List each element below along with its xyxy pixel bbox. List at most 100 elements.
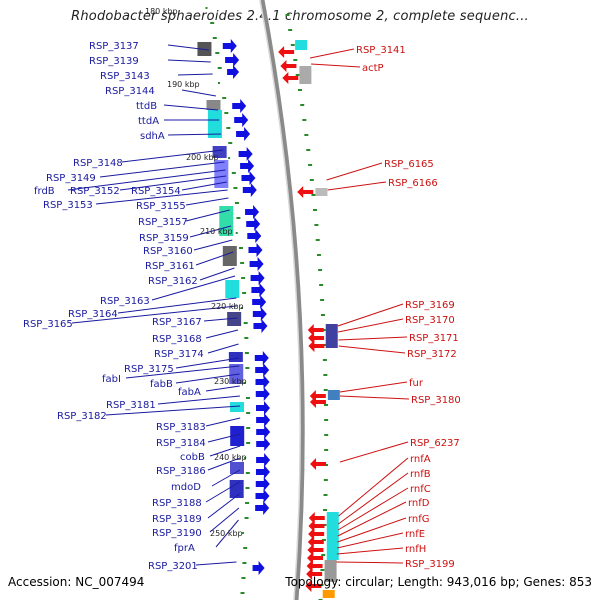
right-connector-line [336,547,404,555]
gene-label-rsp-3189[interactable]: RSP_3189 [152,514,202,525]
gene-label-rsp-3137[interactable]: RSP_3137 [89,41,139,52]
gene-label-rnfb[interactable]: rnfB [410,469,431,480]
left-connector-line [167,44,209,51]
forward-gene-arrow [255,387,270,401]
gene-label-rsp-3188[interactable]: RSP_3188 [152,498,202,509]
gene-label-faba[interactable]: fabA [178,387,201,398]
gene-label-mdod[interactable]: mdoD [171,482,201,493]
gene-label-rsp-3165[interactable]: RSP_3165 [23,319,73,330]
gene-label-rsp-3153[interactable]: RSP_3153 [43,200,93,211]
reverse-gene-arrow [308,520,325,532]
gene-label-rsp-3159[interactable]: RSP_3159 [139,233,189,244]
forward-gene-block [228,352,243,362]
gene-label-rnfh[interactable]: rnfH [405,544,426,555]
gene-label-rsp-3163[interactable]: RSP_3163 [100,296,150,307]
reverse-gene-arrow [306,560,323,572]
gene-label-rsp-3181[interactable]: RSP_3181 [106,400,156,411]
left-connector-line [167,59,211,63]
gene-label-rnfe[interactable]: rnfE [405,529,425,540]
gene-label-rsp-3164[interactable]: RSP_3164 [68,309,118,320]
gene-label-rsp-3170[interactable]: RSP_3170 [405,315,455,326]
reverse-gene-block [324,560,337,582]
gene-label-rsp-3162[interactable]: RSP_3162 [148,276,198,287]
gene-label-rnfc[interactable]: rnfC [410,484,431,495]
gene-label-fabi[interactable]: fabI [102,374,121,385]
gene-label-rsp-6166[interactable]: RSP_6166 [388,178,438,189]
gene-label-actp[interactable]: actP [362,63,384,74]
gene-label-cobb[interactable]: cobB [180,452,205,463]
gene-label-rsp-6237[interactable]: RSP_6237 [410,438,460,449]
gene-label-rsp-3152[interactable]: RSP_3152 [70,186,120,197]
forward-gene-arrow [227,65,240,79]
chromosome-backbone [259,0,305,600]
gene-label-fabb[interactable]: fabB [150,379,173,390]
gene-label-rnfa[interactable]: rnfA [410,454,431,465]
gene-label-rsp-3174[interactable]: RSP_3174 [154,349,204,360]
right-label-connectors [309,48,410,564]
gene-label-rsp-3154[interactable]: RSP_3154 [131,186,181,197]
gene-label-rsp-3143[interactable]: RSP_3143 [100,71,150,82]
left-connector-line [105,405,241,416]
gene-label-rsp-3160[interactable]: RSP_3160 [143,246,193,257]
gene-label-rnfd[interactable]: rnfD [408,498,430,509]
left-connector-line [205,329,239,339]
forward-gene-arrow [241,171,256,185]
left-connector-line [71,305,237,324]
kbp-label-240: 240 kbp [214,453,247,462]
gene-label-rsp-3169[interactable]: RSP_3169 [405,300,455,311]
gene-label-rsp-3183[interactable]: RSP_3183 [156,422,206,433]
gene-label-rsp-3161[interactable]: RSP_3161 [145,261,195,272]
gene-label-fpra[interactable]: fprA [174,543,195,554]
gene-label-rsp-3201[interactable]: RSP_3201 [148,561,198,572]
gene-label-ttdb[interactable]: ttdB [136,101,157,112]
forward-gene-arrow [255,477,270,491]
gene-label-rsp-3175[interactable]: RSP_3175 [124,364,174,375]
forward-gene-block [227,312,242,326]
right-connector-line [338,472,409,525]
forward-gene-block [230,402,245,412]
forward-gene-block [207,110,222,138]
gene-label-rsp-6165[interactable]: RSP_6165 [384,159,434,170]
gene-label-rsp-3171[interactable]: RSP_3171 [409,333,459,344]
gene-label-frdb[interactable]: frdB [34,186,55,197]
reverse-gene-arrow [307,536,324,548]
gene-label-rsp-3168[interactable]: RSP_3168 [152,334,202,345]
kbp-label-180: 180 kbp [145,7,178,16]
reverse-gene-arrow [308,340,325,352]
gene-label-rsp-3199[interactable]: RSP_3199 [405,559,455,570]
gene-label-sdha[interactable]: sdhA [140,131,165,142]
left-connector-line [209,507,240,533]
gene-label-rsp-3148[interactable]: RSP_3148 [73,158,123,169]
gene-label-rsp-3190[interactable]: RSP_3190 [152,528,202,539]
gene-label-rsp-3155[interactable]: RSP_3155 [136,201,186,212]
gene-label-rsp-3144[interactable]: RSP_3144 [105,86,155,97]
gene-label-ttda[interactable]: ttdA [138,116,159,127]
reverse-gene-arrow [282,72,299,84]
gene-label-fur[interactable]: fur [409,378,424,389]
left-connector-line [207,433,241,443]
gene-label-rsp-3182[interactable]: RSP_3182 [57,411,107,422]
gene-label-rsp-3167[interactable]: RSP_3167 [152,317,202,328]
gene-label-rsp-3172[interactable]: RSP_3172 [407,349,457,360]
right-connector-line [327,181,387,191]
gene-label-rsp-3149[interactable]: RSP_3149 [46,173,96,184]
right-connector-line [337,532,404,549]
map-title: Rhodobacter sphaeroides 2.4.1 chromosome… [71,9,529,24]
forward-gene-arrow [252,561,265,575]
forward-gene-arrow [232,99,247,113]
gene-label-rsp-3141[interactable]: RSP_3141 [356,45,406,56]
gene-label-rsp-3186[interactable]: RSP_3186 [156,466,206,477]
gene-label-rsp-3157[interactable]: RSP_3157 [138,217,188,228]
reverse-gene-arrow [305,580,322,592]
gene-label-rsp-3139[interactable]: RSP_3139 [89,56,139,67]
forward-gene-arrow [222,39,237,53]
reverse-gene-block [327,390,340,400]
gene-label-rnfg[interactable]: rnfG [408,514,430,525]
left-connector-line [167,133,222,136]
right-connector-line [336,561,404,564]
gene-label-rsp-3184[interactable]: RSP_3184 [156,438,206,449]
reverse-gene-arrow [308,332,325,344]
gene-label-rsp-3180[interactable]: RSP_3180 [411,395,461,406]
right-connector-line [326,162,383,181]
